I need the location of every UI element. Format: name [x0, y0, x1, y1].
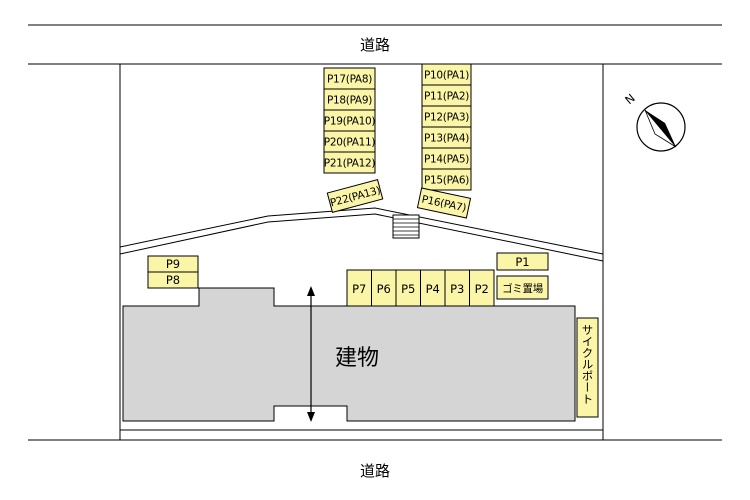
- parking-slot-p4: [420, 269, 446, 307]
- path-lower-edge: [119, 213, 604, 262]
- parking-slot-p2: [469, 269, 495, 307]
- parking-right-column: P10(PA1) P11(PA2) P12(PA3) P13(PA4) P14(…: [421, 63, 472, 191]
- parking-label-p11: P11(PA2): [424, 91, 469, 103]
- parking-slot-p7: [346, 269, 372, 307]
- cycle-port-label: サイクルポート: [581, 324, 595, 405]
- parking-label-p13: P13(PA4): [424, 133, 469, 145]
- parking-slot-p15: [421, 168, 472, 191]
- parking-label-p8: P8: [166, 273, 180, 287]
- parking-label-p1: P1: [515, 255, 529, 269]
- stairs: [392, 214, 420, 239]
- cycle-port: [576, 317, 599, 418]
- parking-slot-p8: [147, 271, 199, 289]
- parking-slot-p1: [496, 252, 549, 271]
- parking-left-pair: P9 P8: [147, 255, 199, 289]
- parking-slot-p3: [444, 269, 470, 307]
- parking-front-row: P7 P6 P5 P4 P3 P2: [346, 269, 495, 307]
- parking-label-p3: P3: [450, 282, 464, 296]
- compass-icon: [636, 102, 686, 152]
- building-label: 建物: [335, 346, 379, 371]
- parking-slot-p22: P22(PA13): [326, 178, 384, 214]
- parking-label-p6: P6: [377, 282, 391, 296]
- trash-area: [496, 275, 549, 300]
- parking-label-p20: P20(PA11): [324, 137, 376, 149]
- parking-label-p2: P2: [475, 282, 489, 296]
- parking-label-p18: P18(PA9): [327, 95, 372, 107]
- parking-label-p7: P7: [352, 282, 366, 296]
- parking-label-p15: P15(PA6): [424, 175, 469, 187]
- parking-label-p19: P19(PA10): [324, 116, 376, 128]
- parking-label-p5: P5: [401, 282, 415, 296]
- parking-left-column: P17(PA8) P18(PA9) P19(PA10) P20(PA11) P2…: [323, 67, 376, 174]
- parking-label-p4: P4: [426, 282, 440, 296]
- parking-label-p9: P9: [166, 257, 180, 271]
- building-depth-arrow: [307, 286, 315, 422]
- path-upper-edge: [119, 207, 604, 255]
- parking-label-p17: P17(PA8): [327, 74, 372, 86]
- parking-label-p14: P14(PA5): [424, 154, 469, 166]
- parking-label-p21: P21(PA12): [324, 158, 376, 170]
- building-shape: [122, 287, 576, 422]
- parking-label-p12: P12(PA3): [424, 112, 469, 124]
- compass-north-label: N: [622, 91, 638, 107]
- parking-slot-p16: P16(PA7): [416, 187, 472, 219]
- trash-area-label: ゴミ置場: [502, 282, 544, 295]
- parking-label-p10: P10(PA1): [424, 70, 469, 82]
- parking-slot-p21: [323, 151, 376, 174]
- bottom-road-label: 道路: [360, 462, 390, 480]
- parking-slot-p5: [395, 269, 421, 307]
- top-road-label: 道路: [360, 36, 390, 54]
